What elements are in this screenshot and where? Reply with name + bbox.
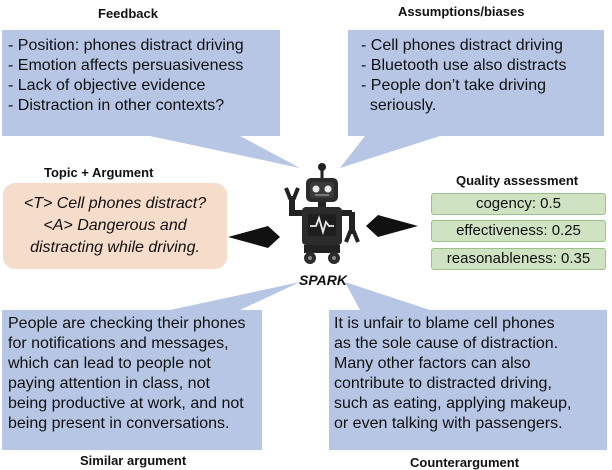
robot-icon [284, 163, 360, 264]
input-arrow-icon [228, 226, 280, 248]
spark-label: SPARK [299, 272, 347, 288]
assumption-item: - People don’t take driving [361, 77, 546, 94]
counter-pointer [345, 282, 430, 310]
feedback-header: Feedback [98, 6, 158, 21]
feedback-item: - Lack of objective evidence [8, 77, 206, 94]
feedback-box: - Position: phones distract driving - Em… [2, 30, 280, 136]
similar-argument-text: People are checking their phones for not… [8, 315, 246, 432]
assumption-item: - Bluetooth use also distracts [361, 57, 567, 74]
feedback-item: - Position: phones distract driving [8, 37, 244, 54]
feedback-pointer [150, 136, 300, 168]
quality-reasonableness: reasonableness: 0.35 [431, 248, 606, 270]
counterargument-box: It is unfair to blame cell phones as the… [329, 310, 607, 450]
output-arrow-icon [366, 215, 418, 237]
similar-argument-box: People are checking their phones for not… [2, 310, 262, 450]
assumption-item: seriously. [361, 97, 437, 114]
quality-effectiveness: effectiveness: 0.25 [431, 220, 606, 242]
counterargument-header: Counterargument [410, 455, 520, 470]
similar-argument-header: Similar argument [80, 453, 187, 468]
assumptions-header: Assumptions/biases [398, 4, 525, 19]
topic-argument-header: Topic + Argument [44, 165, 154, 180]
similar-pointer [170, 282, 300, 310]
feedback-item: - Distraction in other contexts? [8, 97, 225, 114]
argument-line: distracting while driving. [30, 239, 200, 256]
topic-argument-box: <T> Cell phones distract? <A> Dangerous … [3, 183, 227, 269]
topic-line: <T> Cell phones distract? [23, 195, 207, 212]
feedback-item: - Emotion affects persuasiveness [8, 57, 244, 74]
counterargument-text: It is unfair to blame cell phones as the… [334, 315, 572, 432]
argument-line: <A> Dangerous and [43, 217, 187, 234]
quality-assessment-header: Quality assessment [456, 173, 579, 188]
assumption-item: - Cell phones distract driving [361, 37, 563, 54]
quality-cogency: cogency: 0.5 [431, 193, 606, 215]
assumptions-box: - Cell phones distract driving - Bluetoo… [348, 30, 604, 136]
